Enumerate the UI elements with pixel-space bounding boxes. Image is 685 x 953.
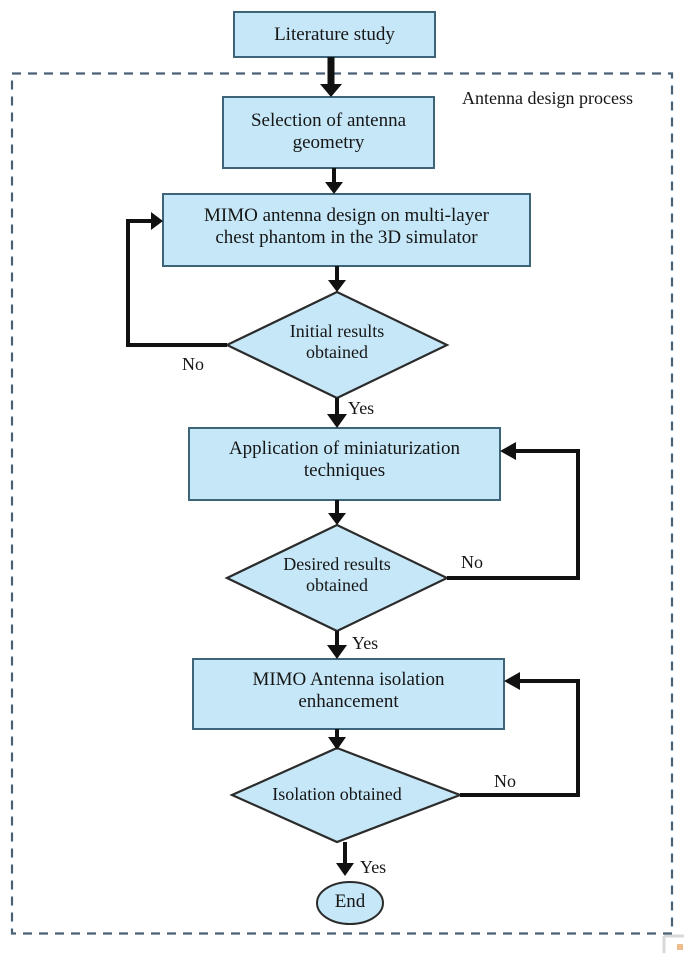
node-application-of-miniaturization-techniques[interactable] — [188, 427, 501, 501]
edge-label-isolation-obtained-no: No — [494, 771, 516, 791]
edge-literature-to-selection — [320, 57, 342, 97]
node-mimo-antenna-design[interactable] — [162, 193, 531, 267]
edge-desired-results-no-loop — [447, 442, 580, 580]
selection-handle-artifact — [662, 934, 684, 953]
edge-label-initial-results-yes: Yes — [348, 398, 375, 418]
edge-isolation-obtained-yes — [336, 842, 354, 876]
node-desired-results-obtained[interactable] — [224, 523, 450, 633]
node-literature-study[interactable] — [233, 11, 436, 58]
edge-selection-to-mimo-design — [325, 168, 343, 194]
group-label-antenna-design-process: Antenna design process — [462, 88, 633, 108]
edge-isolation-enhancement-to-isolation-obtained — [328, 729, 346, 750]
edge-mimo-design-to-initial-results — [328, 266, 346, 292]
edge-isolation-obtained-no-loop — [460, 672, 580, 797]
node-end[interactable] — [316, 881, 384, 925]
node-isolation-obtained[interactable] — [229, 746, 464, 844]
edge-desired-results-yes — [327, 631, 347, 659]
edge-label-isolation-obtained-yes: Yes — [360, 857, 387, 877]
edge-miniaturization-to-desired-results — [328, 500, 346, 525]
edge-label-desired-results-yes: Yes — [352, 633, 379, 653]
node-initial-results-obtained[interactable] — [224, 290, 450, 400]
edge-label-initial-results-no: No — [182, 354, 204, 374]
antenna-design-process-group — [10, 72, 674, 935]
edge-label-desired-results-no: No — [461, 552, 483, 572]
node-selection-of-antenna-geometry[interactable] — [222, 96, 435, 169]
edge-initial-results-no-loop — [126, 212, 227, 347]
node-mimo-antenna-isolation-enhancement[interactable] — [192, 658, 505, 730]
edge-initial-results-yes — [327, 398, 347, 428]
